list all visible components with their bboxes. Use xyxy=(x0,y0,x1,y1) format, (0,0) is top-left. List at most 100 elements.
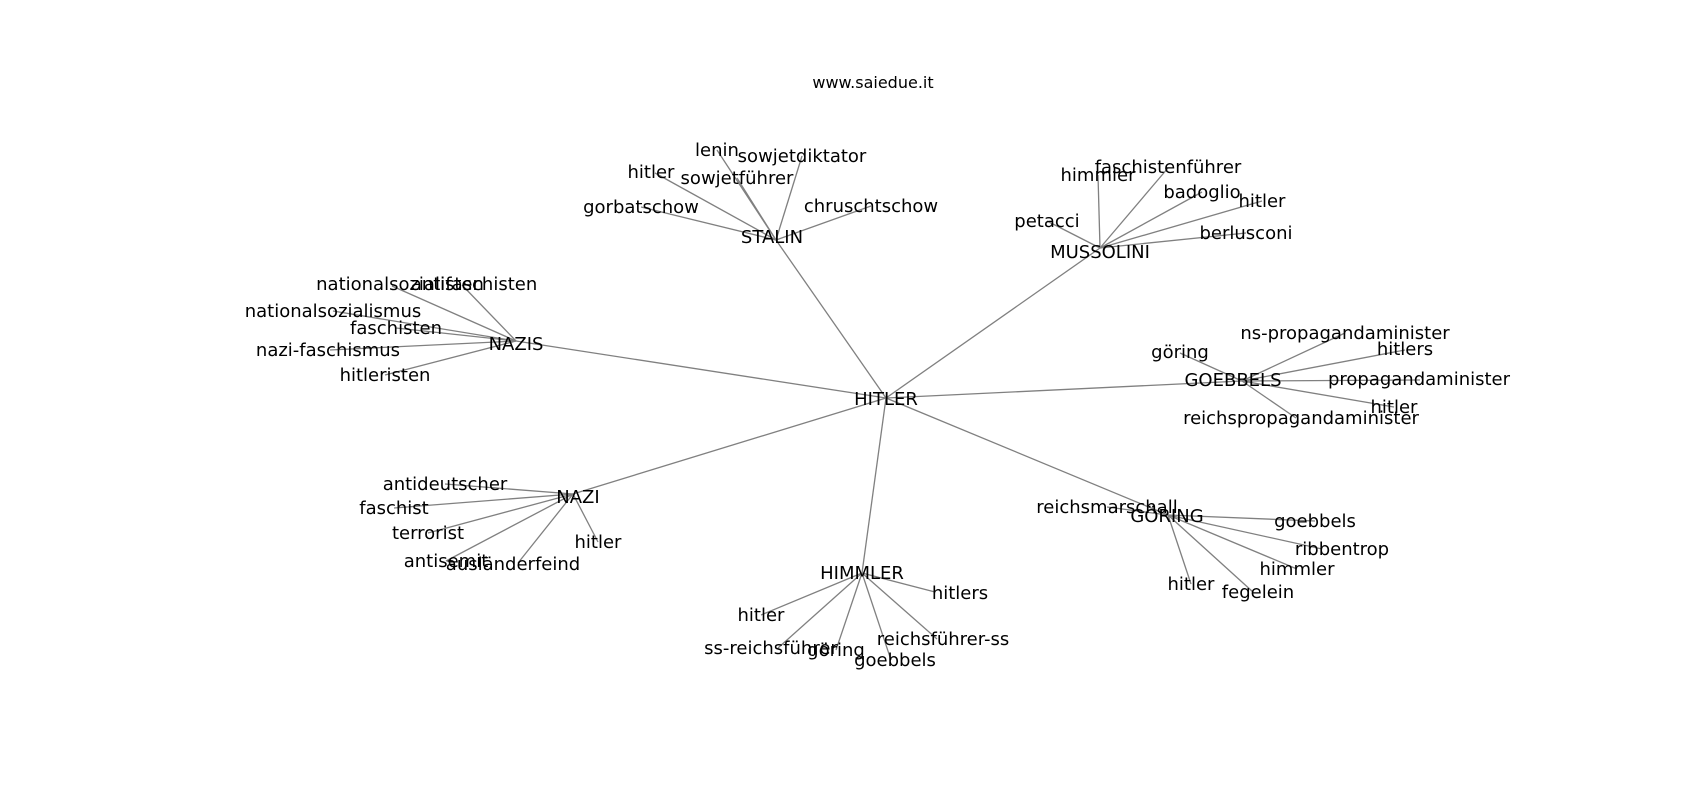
node-goering-ribbentrop: ribbentrop xyxy=(1295,539,1389,560)
edge-nazis-hitleristen xyxy=(384,340,517,376)
edge-nazis-nazi-faschismus xyxy=(329,340,517,351)
edge-stalin-chruschtschow xyxy=(775,205,872,241)
node-goebbels-hitler: hitler xyxy=(1371,397,1419,418)
edge-goebbels-reichspropagandaminister xyxy=(1241,380,1297,419)
edge-stalin-gorbatschow xyxy=(640,206,777,241)
edge-nazi-terrorist xyxy=(427,493,574,534)
edge-stalin-sowjetfuehrer xyxy=(736,177,777,241)
edge-nazis-antifaschisten xyxy=(461,284,517,342)
node-nazi-hitler: hitler xyxy=(575,532,623,553)
edge-mussolini-himmler xyxy=(1097,174,1101,249)
node-mussolini-faschistenfuehrer: faschistenführer xyxy=(1095,157,1242,178)
edge-nazi-antisemit xyxy=(445,493,574,562)
node-goering-goebbels: goebbels xyxy=(1274,511,1356,532)
node-mussolini-himmler: himmler xyxy=(1061,165,1137,186)
edge-nazis-nationalsozialisten xyxy=(391,285,517,342)
node-hub-goering: GÖRING xyxy=(1130,505,1203,527)
node-goebbels-reichspropagandaminister: reichspropagandaminister xyxy=(1183,408,1419,429)
edge-goering-reichsmarschall xyxy=(1106,506,1169,516)
edge-nazi-auslaenderfeind xyxy=(517,493,574,564)
site-credit: www.saiedue.it xyxy=(812,73,933,92)
edge-hitler-nazis xyxy=(515,340,887,399)
edge-himmler-ss-reichsfuehrer xyxy=(777,572,863,649)
edge-goebbels-hitlers xyxy=(1241,349,1406,382)
edge-mussolini-badoglio xyxy=(1099,191,1203,249)
node-nazi-antisemit: antisemit xyxy=(404,551,489,572)
edge-stalin-sowjetdiktator xyxy=(775,155,803,241)
node-mussolini-petacci: petacci xyxy=(1014,211,1079,232)
node-goering-reichsmarschall: reichsmarschall xyxy=(1036,497,1177,518)
node-goebbels-ns-propagandaminister: ns-propagandaminister xyxy=(1240,323,1450,344)
edge-stalin-hitler xyxy=(654,172,777,241)
edge-himmler-goering xyxy=(835,572,863,651)
edge-himmler-reichsfuehrer-ss xyxy=(861,572,938,640)
node-himmler-goebbels: goebbels xyxy=(854,650,936,671)
edge-hitler-nazi xyxy=(572,397,887,495)
node-mussolini-badoglio: badoglio xyxy=(1163,182,1240,203)
node-stalin-lenin: lenin xyxy=(695,140,739,161)
edge-goebbels-ns-propagandaminister xyxy=(1241,332,1346,382)
node-stalin-sowjetfuehrer: sowjetführer xyxy=(681,168,794,189)
edge-goering-himmler xyxy=(1167,514,1298,570)
node-hub-himmler: HIMMLER xyxy=(820,563,904,584)
node-nazi-faschist: faschist xyxy=(359,498,429,519)
node-nazi-antideutscher: antideutscher xyxy=(383,474,508,495)
node-nazis-nationalsozialismus: nationalsozialismus xyxy=(245,301,422,322)
edge-hitler-goebbels xyxy=(885,380,1243,399)
node-himmler-ss-reichsfuehrer: ss-reichsführer xyxy=(704,638,838,659)
edge-hitler-stalin xyxy=(775,239,887,399)
node-himmler-goering: göring xyxy=(807,640,865,661)
node-goering-himmler: himmler xyxy=(1260,559,1336,580)
edge-mussolini-faschistenfuehrer xyxy=(1099,167,1169,249)
edge-hitler-mussolini xyxy=(885,247,1101,399)
edge-mussolini-berlusconi xyxy=(1099,232,1247,249)
node-hub-stalin: STALIN xyxy=(741,227,803,248)
edge-himmler-hitler xyxy=(760,572,863,616)
node-hub-goebbels: GOEBBELS xyxy=(1184,370,1281,391)
node-nazi-terrorist: terrorist xyxy=(392,523,464,544)
node-nazis-hitleristen: hitleristen xyxy=(340,365,431,386)
node-himmler-hitler: hitler xyxy=(738,605,786,626)
node-goebbels-propagandaminister: propagandaminister xyxy=(1328,369,1511,390)
edge-goebbels-hitler xyxy=(1241,380,1395,408)
edge-nazi-faschist xyxy=(393,493,574,509)
edge-goebbels-propagandaminister xyxy=(1241,379,1421,382)
edge-nazi-hitler xyxy=(572,493,599,543)
edge-nazis-faschisten xyxy=(395,327,517,342)
node-mussolini-berlusconi: berlusconi xyxy=(1199,223,1292,244)
node-nazis-nazi-faschismus: nazi-faschismus xyxy=(256,340,400,361)
node-hub-nazis: NAZIS xyxy=(489,334,544,355)
node-hub-nazi: NAZI xyxy=(556,487,599,508)
node-stalin-gorbatschow: gorbatschow xyxy=(583,197,699,218)
node-goering-hitler: hitler xyxy=(1168,574,1216,595)
edge-goering-goebbels xyxy=(1167,514,1316,522)
node-stalin-sowjetdiktator: sowjetdiktator xyxy=(738,146,867,167)
node-center-hitler: HITLER xyxy=(854,389,918,410)
edge-goering-fegelein xyxy=(1167,514,1254,593)
edge-goering-hitler xyxy=(1167,514,1192,585)
node-goering-fegelein: fegelein xyxy=(1222,582,1294,603)
node-nazis-nationalsozialisten: nationalsozialisten xyxy=(316,274,484,295)
node-nazis-faschisten: faschisten xyxy=(350,318,442,339)
node-nazi-auslaenderfeind: ausländerfeind xyxy=(446,554,580,575)
edge-hitler-himmler xyxy=(861,397,887,574)
edge-mussolini-petacci xyxy=(1046,220,1101,249)
edge-nazi-antideutscher xyxy=(444,483,574,495)
node-stalin-hitler: hitler xyxy=(628,162,676,183)
edges-layer xyxy=(329,149,1421,661)
node-goebbels-hitlers: hitlers xyxy=(1377,339,1433,360)
node-himmler-hitlers: hitlers xyxy=(932,583,988,604)
node-stalin-chruschtschow: chruschtschow xyxy=(804,196,938,217)
node-himmler-reichsfuehrer-ss: reichsführer-ss xyxy=(877,629,1010,650)
node-goebbels-goering: göring xyxy=(1151,342,1209,363)
edge-himmler-goebbels xyxy=(861,572,892,661)
node-mussolini-hitler: hitler xyxy=(1239,191,1287,212)
edge-goering-ribbentrop xyxy=(1167,514,1323,550)
edge-mussolini-hitler xyxy=(1099,200,1263,249)
edge-himmler-hitlers xyxy=(861,572,936,593)
edge-nazis-nationalsozialismus xyxy=(332,310,517,342)
edge-goebbels-goering xyxy=(1179,352,1243,382)
edge-hitler-goering xyxy=(885,397,1169,516)
